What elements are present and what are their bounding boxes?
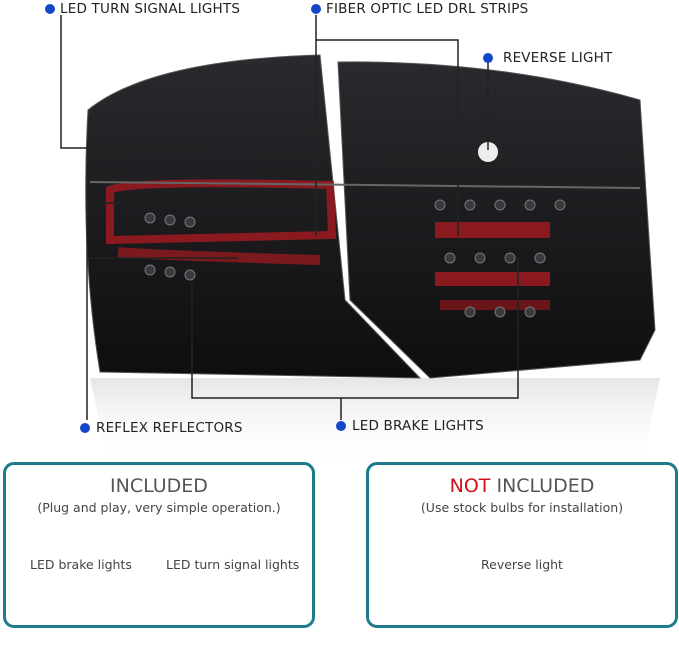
callout-reverse: REVERSE LIGHT [503,50,613,66]
callout-dot [336,421,346,431]
callout-dot [80,423,90,433]
not-included-subtitle: (Use stock bulbs for installation) [420,500,624,515]
callout-dot [311,4,321,14]
included-box: INCLUDED (Plug and play, very simple ope… [3,462,315,628]
included-item: LED brake lights [30,557,132,572]
callout-turn-signal: LED TURN SIGNAL LIGHTS [60,1,241,17]
callout-brake: LED BRAKE LIGHTS [352,418,484,434]
included-word: INCLUDED [490,475,595,497]
not-word: NOT [449,475,491,497]
callout-reflectors: REFLEX REFLECTORS [96,420,243,436]
not-included-item: Reverse light [481,557,563,572]
reverse-bulb [478,142,498,162]
callout-drl: FIBER OPTIC LED DRL STRIPS [326,1,529,17]
included-subtitle: (Plug and play, very simple operation.) [37,500,281,515]
not-included-box: NOT INCLUDED (Use stock bulbs for instal… [366,462,678,628]
not-included-title: NOT INCLUDED [369,475,675,497]
outer-tail-light [85,54,422,379]
callout-dot [483,53,493,63]
included-title: INCLUDED [110,475,208,497]
inner-tail-light [337,61,656,379]
included-item: LED turn signal lights [166,557,300,572]
callout-dot [45,4,55,14]
